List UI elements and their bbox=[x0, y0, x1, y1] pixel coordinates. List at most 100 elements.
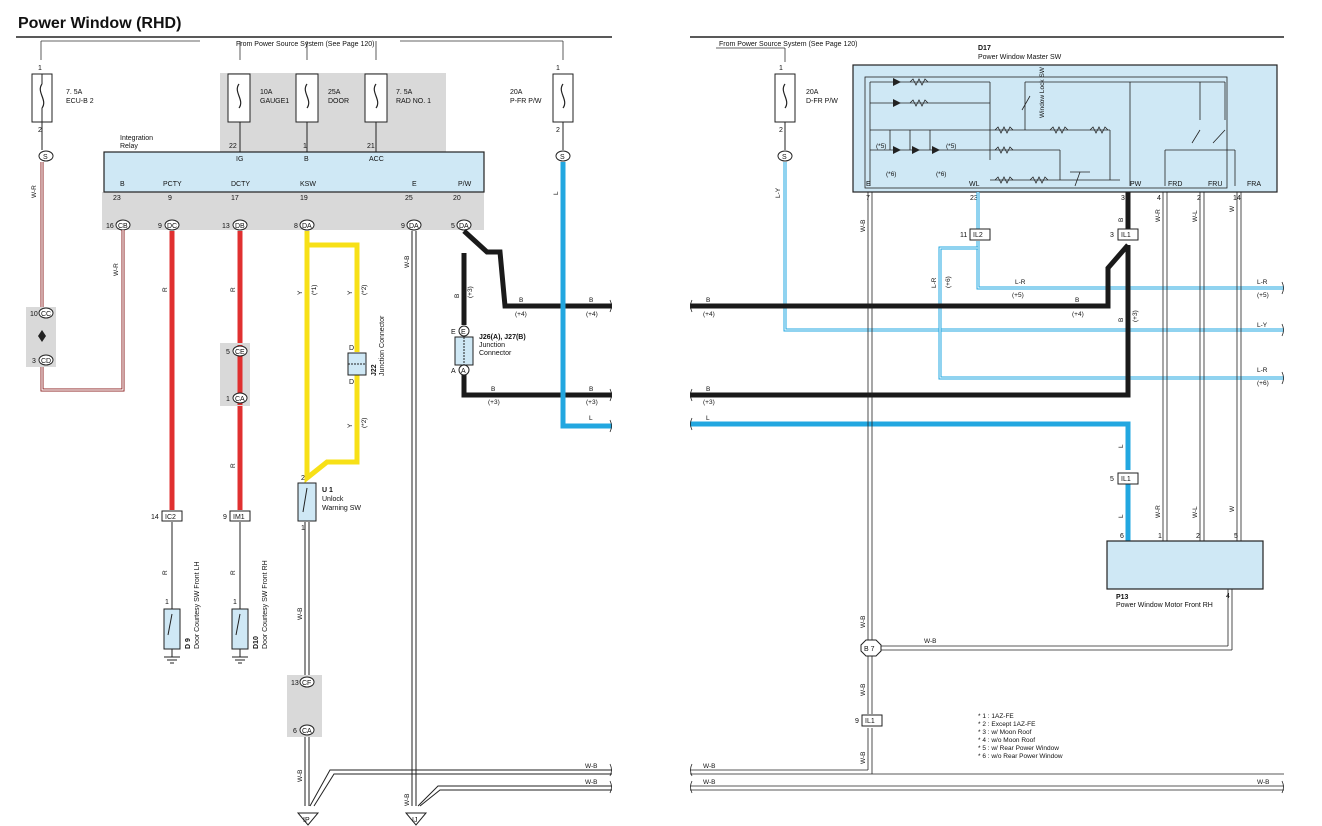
svg-text:9: 9 bbox=[855, 718, 859, 725]
svg-text:19: 19 bbox=[300, 195, 308, 202]
svg-text:W-L: W-L bbox=[1192, 506, 1199, 518]
svg-text:CF: CF bbox=[302, 680, 311, 687]
svg-text:KSW: KSW bbox=[300, 181, 316, 188]
svg-text:FRA: FRA bbox=[1247, 181, 1261, 188]
svg-text:* 3 : w/ Moon Roof: * 3 : w/ Moon Roof bbox=[978, 729, 1032, 736]
svg-text:Y: Y bbox=[347, 423, 354, 428]
svg-text:W-R: W-R bbox=[113, 263, 120, 276]
master-sw-box bbox=[852, 64, 1278, 193]
svg-text:B: B bbox=[454, 294, 461, 298]
svg-text:L-Y: L-Y bbox=[775, 187, 782, 198]
fuse-rad-no1: 21 7. 5A RAD NO. 1 bbox=[364, 73, 431, 150]
svg-text:23: 23 bbox=[970, 195, 978, 202]
wire-w-b-right bbox=[690, 192, 1284, 791]
svg-text:ACC: ACC bbox=[369, 156, 384, 163]
svg-text:Unlock: Unlock bbox=[322, 496, 344, 503]
svg-text:(*6): (*6) bbox=[936, 171, 946, 178]
svg-text:(+6): (+6) bbox=[945, 276, 952, 288]
master-sw-led-wires bbox=[870, 129, 990, 151]
svg-text:IJ: IJ bbox=[412, 817, 417, 824]
svg-text:W-B: W-B bbox=[924, 638, 937, 645]
svg-text:W-B: W-B bbox=[585, 763, 598, 770]
svg-text:WL: WL bbox=[969, 181, 980, 188]
svg-text:25A: 25A bbox=[328, 89, 341, 96]
svg-text:CE: CE bbox=[235, 349, 245, 356]
connector-ic2: IC2 14 bbox=[151, 510, 183, 522]
svg-text:1: 1 bbox=[303, 143, 307, 150]
svg-text:Connector: Connector bbox=[479, 350, 512, 357]
svg-text:R: R bbox=[162, 570, 169, 575]
svg-text:R: R bbox=[162, 287, 169, 292]
svg-text:25: 25 bbox=[405, 195, 413, 202]
svg-text:* 2 : Except 1AZ-FE: * 2 : Except 1AZ-FE bbox=[978, 721, 1036, 728]
svg-text:21: 21 bbox=[367, 143, 375, 150]
svg-text:D: D bbox=[349, 345, 354, 352]
svg-text:D-FR P/W: D-FR P/W bbox=[806, 98, 838, 105]
svg-text:13: 13 bbox=[222, 223, 230, 230]
svg-text:A: A bbox=[451, 368, 456, 375]
svg-text:3: 3 bbox=[32, 358, 36, 365]
svg-text:(*5): (*5) bbox=[876, 143, 886, 150]
fuse-gauge1: 22 10A GAUGE1 bbox=[227, 73, 289, 150]
connector-cc-cd: 10 CC 3 CD bbox=[30, 307, 54, 366]
svg-text:DC: DC bbox=[167, 223, 177, 230]
svg-text:L-R: L-R bbox=[1015, 279, 1026, 286]
svg-text:P13: P13 bbox=[1116, 594, 1129, 601]
relay-label: Integration bbox=[120, 135, 153, 142]
svg-text:Junction: Junction bbox=[479, 342, 505, 349]
svg-text:W-B: W-B bbox=[860, 615, 867, 628]
master-sw-desc: Power Window Master SW bbox=[978, 54, 1062, 61]
svg-text:1: 1 bbox=[556, 65, 560, 72]
svg-text:B: B bbox=[519, 297, 523, 304]
svg-text:U 1: U 1 bbox=[322, 487, 333, 494]
svg-text:L-R: L-R bbox=[1257, 279, 1268, 286]
svg-text:20A: 20A bbox=[510, 89, 523, 96]
svg-text:20: 20 bbox=[453, 195, 461, 202]
svg-text:E: E bbox=[451, 329, 456, 336]
svg-text:S: S bbox=[782, 154, 787, 161]
svg-text:1: 1 bbox=[165, 599, 169, 606]
svg-text:P-FR P/W: P-FR P/W bbox=[510, 98, 542, 105]
svg-text:Door Courtesy SW Front LH: Door Courtesy SW Front LH bbox=[194, 561, 201, 649]
svg-text:Window Lock SW: Window Lock SW bbox=[1039, 66, 1046, 118]
switch-d10: 1 D10 Door Courtesy SW Front RH bbox=[231, 560, 269, 664]
svg-text:(+4): (+4) bbox=[515, 311, 527, 318]
page-title: Power Window (RHD) bbox=[18, 15, 181, 32]
connector-b7: B 7 bbox=[860, 639, 882, 657]
svg-text:IC2: IC2 bbox=[165, 514, 176, 521]
svg-text:E: E bbox=[461, 329, 466, 336]
svg-text:B: B bbox=[589, 297, 593, 304]
svg-text:Door Courtesy SW Front RH: Door Courtesy SW Front RH bbox=[262, 560, 269, 649]
svg-text:IL1: IL1 bbox=[865, 718, 875, 725]
svg-text:W-B: W-B bbox=[297, 769, 304, 782]
fuse-d-fr-pw: 1 2 20A D-FR P/W bbox=[774, 65, 838, 134]
svg-text:22: 22 bbox=[229, 143, 237, 150]
svg-text:L: L bbox=[706, 415, 710, 422]
svg-text:(*5): (*5) bbox=[946, 143, 956, 150]
svg-text:9: 9 bbox=[223, 514, 227, 521]
svg-text:R: R bbox=[230, 287, 237, 292]
svg-text:(+4): (+4) bbox=[1072, 311, 1084, 318]
connector-il1-b: IL1 5 bbox=[1110, 472, 1139, 485]
svg-text:(*1): (*1) bbox=[311, 285, 318, 295]
svg-text:1: 1 bbox=[38, 65, 42, 72]
svg-text:W-B: W-B bbox=[404, 255, 411, 268]
svg-text:5: 5 bbox=[1110, 476, 1114, 483]
svg-text:W-B: W-B bbox=[860, 683, 867, 696]
svg-text:W-L: W-L bbox=[1192, 210, 1199, 222]
svg-text:B 7: B 7 bbox=[864, 646, 875, 653]
svg-text:IL1: IL1 bbox=[1121, 232, 1131, 239]
svg-text:FRD: FRD bbox=[1168, 181, 1182, 188]
svg-text:10: 10 bbox=[30, 311, 38, 318]
svg-text:11: 11 bbox=[960, 232, 967, 239]
svg-text:W-B: W-B bbox=[585, 779, 598, 786]
svg-text:* 5 : w/ Rear Power Window: * 5 : w/ Rear Power Window bbox=[978, 745, 1059, 752]
svg-text:(+3): (+3) bbox=[488, 399, 500, 406]
svg-text:W-B: W-B bbox=[860, 219, 867, 232]
svg-text:J26(A), J27(B): J26(A), J27(B) bbox=[479, 334, 526, 341]
svg-text:2: 2 bbox=[1197, 195, 1201, 202]
svg-text:3: 3 bbox=[1110, 232, 1114, 239]
svg-text:B: B bbox=[706, 386, 710, 393]
svg-text:W-R: W-R bbox=[1155, 209, 1162, 222]
